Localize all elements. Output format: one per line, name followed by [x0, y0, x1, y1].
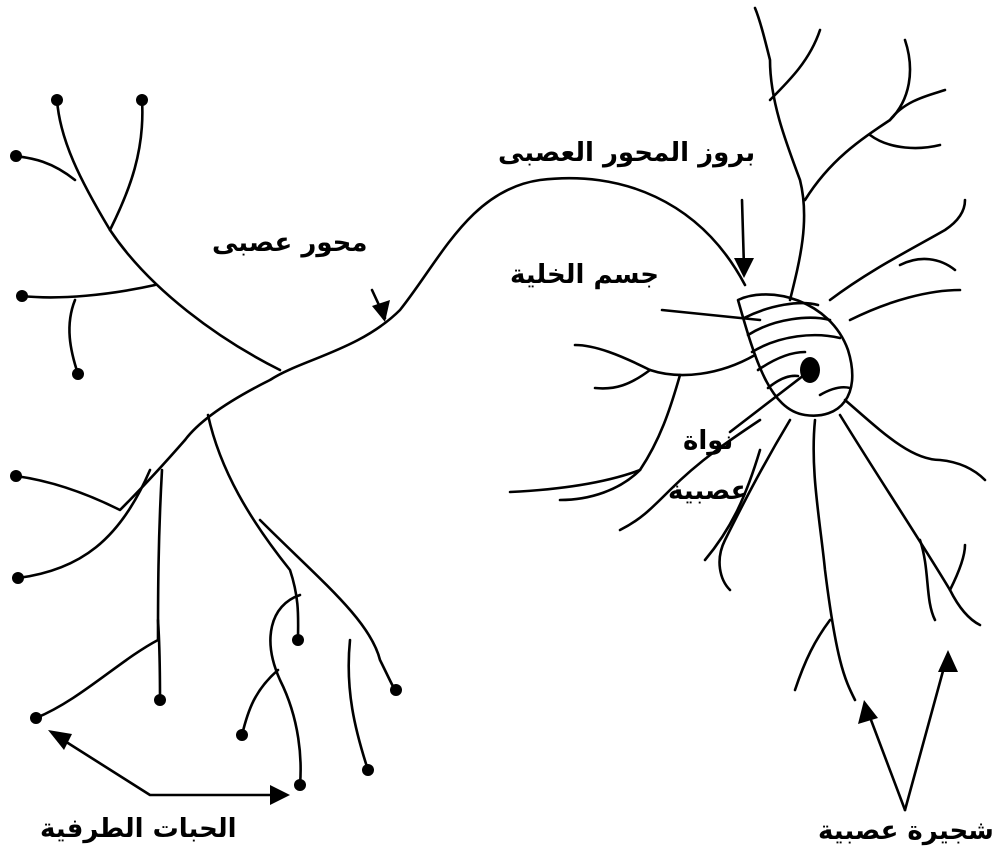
axon-hillock-label: بروز المحور العصبى — [498, 140, 755, 166]
cell-body-pointer-line — [662, 310, 760, 320]
dendrite-label: شجيرة عصبية — [818, 818, 994, 844]
axon-branch-lower-left-d — [158, 620, 160, 700]
dendrite-upper-5 — [890, 90, 945, 120]
hillock-arrowhead — [734, 258, 754, 278]
terminal-arrowhead-left — [48, 730, 72, 750]
axon-branch-lower-right — [208, 415, 298, 640]
axon-branch-lower-left-b — [18, 470, 150, 578]
dendrite-lower-2 — [795, 620, 830, 690]
dendrite-arrowhead-right — [938, 650, 958, 672]
cell-body-hatch-4 — [758, 352, 805, 370]
axon-branch-upper-e — [69, 300, 78, 374]
dendrite-left-3 — [560, 375, 680, 500]
axon-branch-lower-right-c — [270, 595, 300, 785]
axon-line — [185, 178, 745, 440]
dendrite-upper-4 — [870, 135, 940, 148]
terminal-double-arrow-line — [60, 738, 282, 795]
terminal-button — [10, 470, 22, 482]
axon-branch-lower-right-b — [260, 520, 396, 690]
dendrite-upper-1 — [755, 8, 804, 300]
terminal-button — [16, 290, 28, 302]
terminal-button — [236, 729, 248, 741]
nucleus-label-line1: نواة — [683, 428, 733, 454]
axon-branch-upper-c — [16, 156, 75, 180]
dendrite-arrow-left-line — [868, 712, 905, 810]
terminal-button — [136, 94, 148, 106]
dendrite-arrowhead-left — [858, 700, 878, 724]
cell-body-hatch-6 — [820, 387, 850, 395]
axon-branch-upper-b — [110, 100, 142, 230]
terminal-button — [362, 764, 374, 776]
dendrite-upper-3 — [770, 30, 820, 100]
axon-label: محور عصبى — [212, 230, 367, 256]
dendrite-lower-1 — [814, 420, 855, 700]
terminal-button — [30, 712, 42, 724]
dendrite-left-4 — [510, 470, 640, 492]
dendrite-right-4 — [950, 545, 965, 590]
dendrite-upper-7 — [850, 290, 960, 320]
terminal-button — [292, 634, 304, 646]
cell-body-hatch-3 — [752, 335, 840, 352]
terminal-button — [51, 94, 63, 106]
dendrite-right-1 — [845, 400, 985, 480]
dendrite-upper-8 — [900, 259, 955, 270]
axon-arrowhead — [372, 300, 390, 322]
nucleus-label-line2: عصبية — [668, 478, 748, 504]
terminal-button — [390, 684, 402, 696]
terminal-button — [10, 150, 22, 162]
nucleus — [800, 357, 820, 383]
dendrite-left-2 — [595, 370, 650, 388]
axon-branch-lower-left-c — [36, 470, 162, 718]
dendrite-left-1 — [575, 345, 755, 375]
terminal-button — [12, 572, 24, 584]
axon-branch-lower-right-d — [242, 670, 278, 735]
terminal-button — [294, 779, 306, 791]
terminal-arrowhead-right — [270, 785, 290, 805]
terminal-button — [72, 368, 84, 380]
axon-branch-lower-right-e — [349, 640, 368, 770]
dendrite-arrow-right-line — [905, 660, 946, 810]
hillock-arrow-line — [742, 200, 744, 268]
cell-body-label: جسم الخلية — [510, 262, 659, 288]
terminal-buttons-label: الحبات الطرفية — [40, 816, 237, 842]
terminal-button — [154, 694, 166, 706]
axon-branch-upper-d — [22, 285, 155, 297]
dendrite-right-2 — [840, 415, 980, 625]
nucleus-pointer-line — [730, 372, 808, 432]
dendrite-upper-2 — [805, 40, 910, 200]
dendrite-upper-6 — [830, 200, 965, 300]
